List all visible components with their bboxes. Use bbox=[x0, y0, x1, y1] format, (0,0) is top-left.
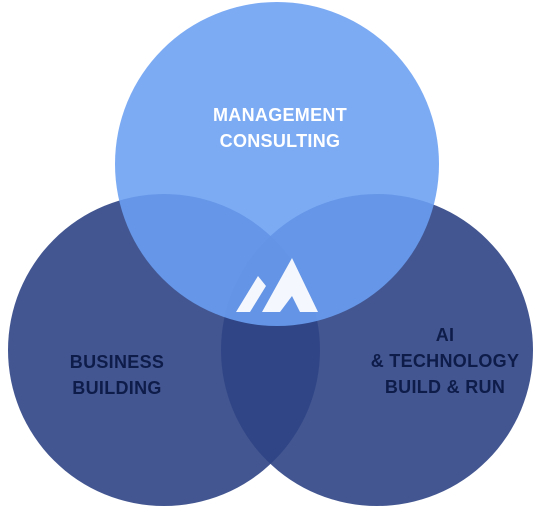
ai-technology-label: AI & TECHNOLOGY BUILD & RUN bbox=[370, 325, 520, 397]
business-building-label: BUSINESS BUILDING bbox=[69, 352, 165, 398]
management-consulting-label: MANAGEMENT CONSULTING bbox=[213, 105, 347, 151]
mountain-logo-icon bbox=[236, 258, 318, 312]
management-consulting-circle bbox=[115, 2, 439, 326]
